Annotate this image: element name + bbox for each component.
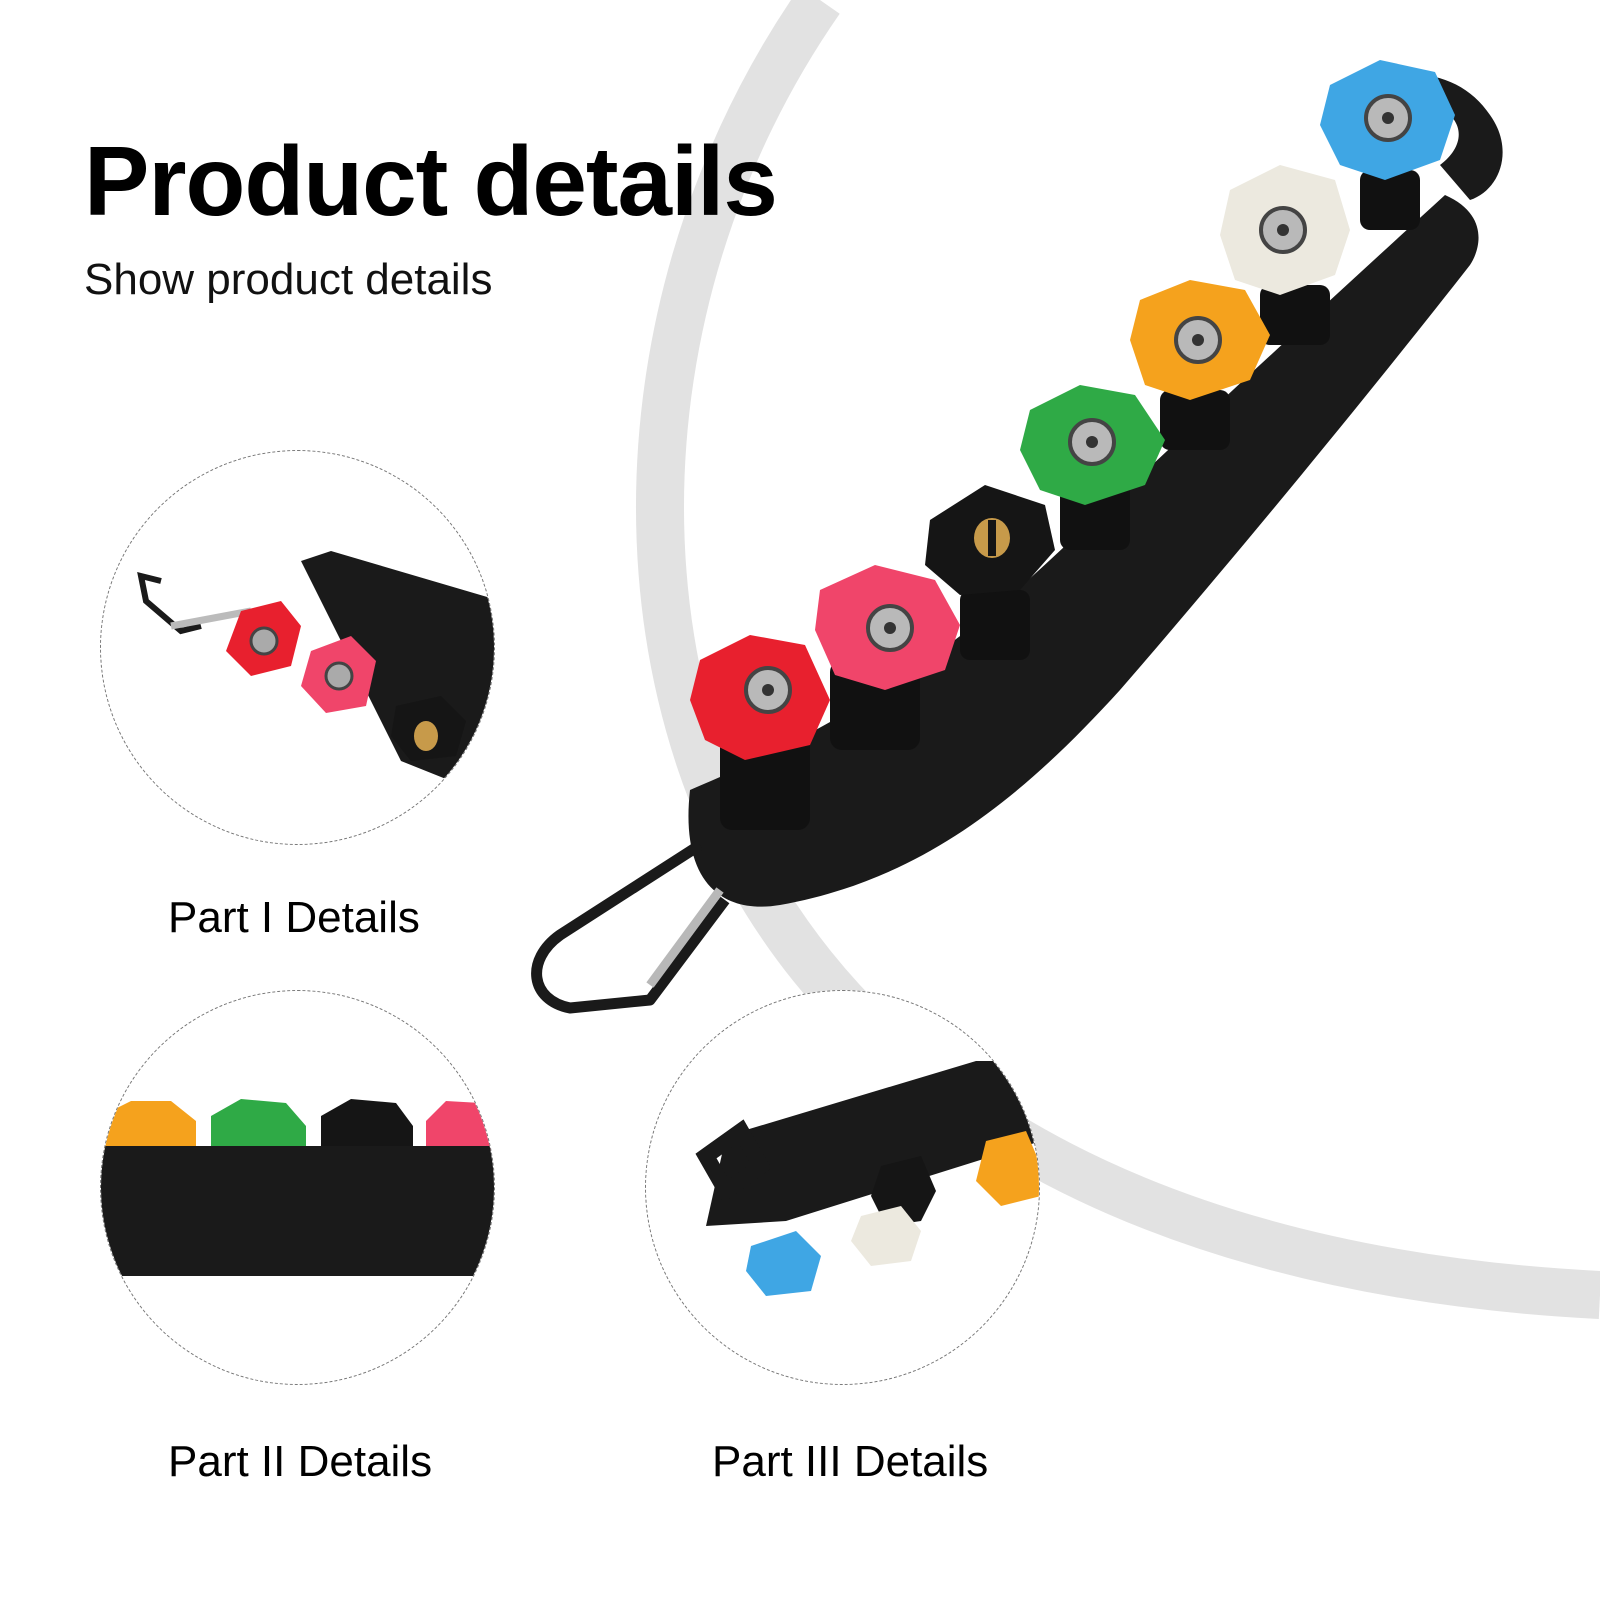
nozzle-red [690, 635, 830, 760]
detail-image-part-1 [137, 551, 494, 781]
carabiner [531, 840, 730, 1014]
nozzle-white [1220, 165, 1350, 295]
nozzle-pink [815, 565, 960, 690]
nozzle-blue [1320, 60, 1455, 180]
page-subtitle: Show product details [84, 255, 493, 304]
detail-image-part-2 [101, 1099, 494, 1276]
detail-circle-part-1 [100, 450, 495, 845]
nozzle-post [1160, 390, 1230, 450]
page-title: Product details [84, 126, 778, 236]
detail-circle-part-2 [100, 990, 495, 1385]
nozzle-post [960, 590, 1030, 660]
nozzle-orange [1130, 280, 1270, 400]
carabiner-gate [646, 887, 724, 988]
caption-part-2: Part II Details [168, 1437, 433, 1486]
detail-image-part-3 [695, 1061, 1039, 1296]
nozzle-post [1260, 285, 1330, 345]
caption-part-3: Part III Details [712, 1437, 989, 1486]
nozzle-post [1360, 170, 1420, 230]
detail-circle-part-3 [645, 990, 1040, 1385]
nozzle-black [925, 485, 1055, 595]
nozzle-green [1020, 385, 1165, 505]
caption-part-1: Part I Details [168, 893, 420, 942]
